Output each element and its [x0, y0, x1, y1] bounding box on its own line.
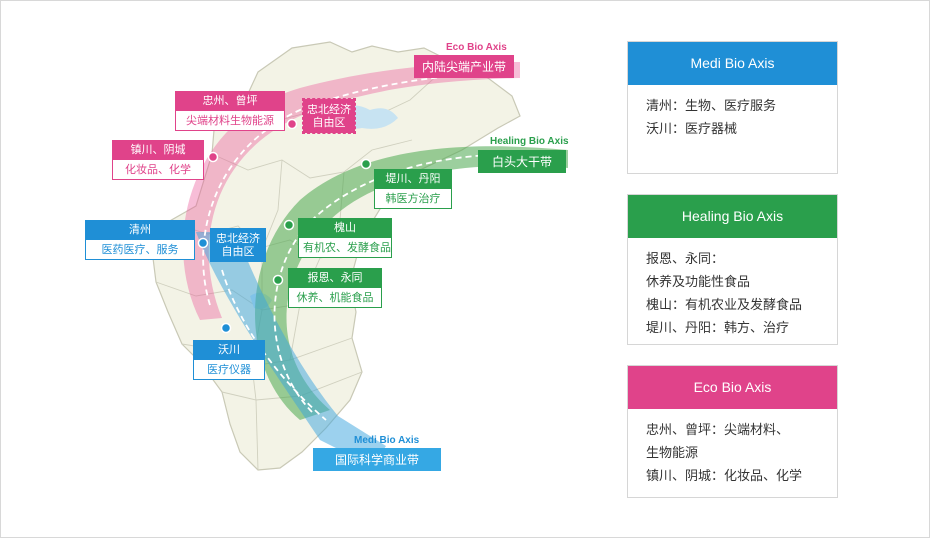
card-healing-title: Healing Bio Axis — [628, 195, 837, 238]
eco-belt-title: 内陆尖端产业带 — [414, 55, 515, 78]
label-boeun-region: 报恩、永同 — [288, 268, 382, 288]
card-medi: Medi Bio Axis 清州：生物、医疗服务 沃川：医疗器械 — [627, 41, 838, 174]
healing-belt — [255, 146, 568, 421]
healing-belt-title: 白头大干带 — [478, 150, 567, 173]
card-eco-title: Eco Bio Axis — [628, 366, 837, 409]
label-free-zone-south-text: 忠北经济自由区 — [210, 228, 266, 263]
medi-belt-title: 国际科学商业带 — [313, 448, 442, 471]
card-eco-row: 生物能源 — [646, 446, 699, 461]
card-medi-title: Medi Bio Axis — [628, 42, 837, 85]
label-free-zone-north-text: 忠北经济自由区 — [303, 99, 355, 134]
eco-axis-tag: Eco Bio Axis — [446, 42, 507, 53]
label-okcheon: 沃川 医疗仪器 — [193, 340, 265, 381]
label-jincheon-industry: 化妆品、化学 — [112, 159, 204, 181]
label-free-zone-north: 忠北经济自由区 — [302, 98, 356, 135]
card-healing-row: 槐山：有机农业及发酵食品 — [646, 298, 803, 313]
label-cheongju: 清州 医药医疗、服务 — [85, 220, 195, 261]
card-eco-row: 忠州、曾坪：尖端材料、 — [646, 423, 790, 438]
card-eco: Eco Bio Axis 忠州、曾坪：尖端材料、 生物能源 镇川、阴城：化妆品、… — [627, 365, 838, 498]
label-cheongju-region: 清州 — [85, 220, 195, 240]
card-healing-body: 报恩、永同： 休养及功能性食品 槐山：有机农业及发酵食品 堤川、丹阳：韩方、治疗 — [628, 238, 837, 348]
card-healing-row: 休养及功能性食品 — [646, 275, 751, 290]
label-okcheon-industry: 医疗仪器 — [193, 359, 265, 381]
label-jecheon-industry: 韩医方治疗 — [374, 188, 452, 210]
label-cheongju-industry: 医药医疗、服务 — [85, 239, 195, 261]
healing-axis-tag: Healing Bio Axis — [490, 136, 569, 147]
label-chungju: 忠州、曾坪 尖端材料生物能源 — [175, 91, 285, 132]
location-dots — [197, 118, 372, 334]
medi-axis-tag: Medi Bio Axis — [354, 435, 420, 446]
label-goesan-industry: 有机农、发酵食品 — [298, 237, 392, 259]
label-okcheon-region: 沃川 — [193, 340, 265, 360]
label-goesan: 槐山 有机农、发酵食品 — [298, 218, 392, 259]
card-healing: Healing Bio Axis 报恩、永同： 休养及功能性食品 槐山：有机农业… — [627, 194, 838, 345]
card-eco-row: 镇川、阴城：化妆品、化学 — [646, 469, 803, 484]
label-jecheon-region: 堤川、丹阳 — [374, 169, 452, 189]
card-eco-body: 忠州、曾坪：尖端材料、 生物能源 镇川、阴城：化妆品、化学 — [628, 409, 837, 496]
label-chungju-industry: 尖端材料生物能源 — [175, 110, 285, 132]
label-free-zone-south: 忠北经济自由区 — [210, 228, 266, 263]
card-medi-row: 清州：生物、医疗服务 — [646, 99, 777, 114]
card-medi-row: 沃川：医疗器械 — [646, 122, 738, 137]
label-jecheon: 堤川、丹阳 韩医方治疗 — [374, 169, 452, 210]
medi-belt — [196, 232, 386, 466]
label-jincheon-region: 镇川、阴城 — [112, 140, 204, 160]
card-healing-row: 堤川、丹阳：韩方、治疗 — [646, 321, 790, 336]
label-jincheon: 镇川、阴城 化妆品、化学 — [112, 140, 204, 181]
label-boeun-industry: 休养、机能食品 — [288, 287, 382, 309]
card-healing-row: 报恩、永同： — [646, 252, 725, 267]
label-chungju-region: 忠州、曾坪 — [175, 91, 285, 111]
label-goesan-region: 槐山 — [298, 218, 392, 238]
card-medi-body: 清州：生物、医疗服务 沃川：医疗器械 — [628, 85, 837, 149]
label-boeun: 报恩、永同 休养、机能食品 — [288, 268, 382, 309]
